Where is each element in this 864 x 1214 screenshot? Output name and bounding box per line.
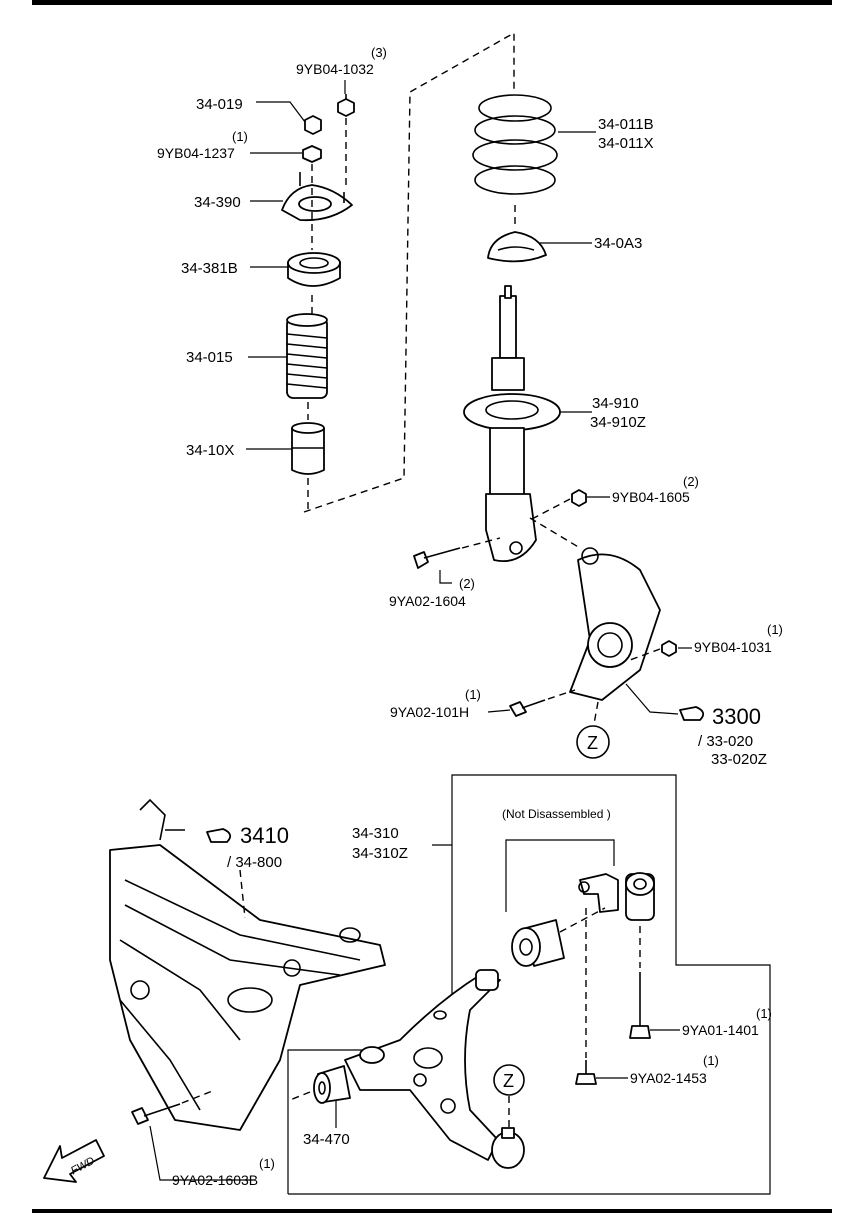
label-34-019: 34-019 <box>196 96 243 113</box>
qty-9yb04-1237: (1) <box>232 129 248 144</box>
zone-z-bottom: Z <box>503 1071 514 1091</box>
mount-34-390[interactable] <box>281 172 353 222</box>
knuckle[interactable] <box>569 547 661 701</box>
bolt-9ya02-1453[interactable] <box>575 1060 597 1085</box>
label-34-015: 34-015 <box>186 349 233 366</box>
fwd-arrow-icon <box>43 1139 105 1183</box>
label-9yb04-1605: 9YB04-1605 <box>612 489 690 505</box>
ref-3300[interactable]: 3300 <box>712 704 761 729</box>
lower-arm-frame <box>287 774 771 1195</box>
label-34-390: 34-390 <box>194 194 241 211</box>
label-34-310z: 34-310Z <box>352 845 408 862</box>
bolt-9ya02-1604[interactable] <box>413 547 461 569</box>
label-34-310: 34-310 <box>352 825 399 842</box>
label-9yb04-1031: 9YB04-1031 <box>694 639 772 655</box>
ref-33-020z[interactable]: 33-020Z <box>711 751 767 768</box>
label-34-011x: 34-011X <box>598 135 654 152</box>
qty-9ya02-1453: (1) <box>703 1053 719 1068</box>
nut-9yb04-1237[interactable] <box>302 145 322 163</box>
qty-9ya01-1401: (1) <box>756 1006 772 1021</box>
bumper-34-10x[interactable] <box>291 422 325 475</box>
label-34-10x: 34-10X <box>186 442 234 459</box>
nut-9yb04-1605[interactable] <box>571 489 587 507</box>
nut-9yb04-1032[interactable] <box>337 94 355 117</box>
bolt-9ya02-101h[interactable] <box>509 699 546 717</box>
nut-34-019[interactable] <box>304 115 322 135</box>
qty-9yb04-1032: (3) <box>371 45 387 60</box>
hand-pointer-icon <box>206 828 232 843</box>
bushing-34-470[interactable] <box>313 1065 351 1104</box>
boot-34-015[interactable] <box>286 313 328 399</box>
zone-z-marker-top <box>576 725 610 759</box>
spring-seat-34-0a3[interactable] <box>487 231 547 263</box>
bushing-front[interactable] <box>511 919 565 967</box>
zone-z-top: Z <box>587 733 598 753</box>
label-9yb04-1032: 9YB04-1032 <box>296 61 374 77</box>
qty-9ya02-1603b: (1) <box>259 1156 275 1171</box>
label-9ya02-101h: 9YA02-101H <box>390 704 469 720</box>
bolt-9ya02-1603b[interactable] <box>131 1103 181 1125</box>
bolt-9ya01-1401[interactable] <box>629 972 651 1039</box>
strut-34-910[interactable] <box>463 285 561 562</box>
qty-9yb04-1605: (2) <box>683 474 699 489</box>
label-9ya02-1604: 9YA02-1604 <box>389 593 466 609</box>
qty-9ya02-101h: (1) <box>465 687 481 702</box>
label-9yb04-1237: 9YB04-1237 <box>157 145 235 161</box>
not-disassembled-note: (Not Disassembled ) <box>502 807 611 821</box>
ref-34-800[interactable]: / 34-800 <box>227 854 282 871</box>
label-9ya02-1453: 9YA02-1453 <box>630 1070 707 1086</box>
bushing-rear[interactable] <box>578 872 655 921</box>
ref-3410[interactable]: 3410 <box>240 823 289 848</box>
bottom-rule <box>32 1209 832 1213</box>
top-rule <box>32 0 832 5</box>
label-34-381b: 34-381B <box>181 260 238 277</box>
nut-9yb04-1031[interactable] <box>661 640 677 657</box>
qty-9ya02-1604: (2) <box>459 576 475 591</box>
ball-joint[interactable] <box>491 1127 525 1169</box>
label-9ya01-1401: 9YA01-1401 <box>682 1022 759 1038</box>
bearing-34-381b[interactable] <box>287 252 341 287</box>
label-34-910: 34-910 <box>592 395 639 412</box>
label-34-011b: 34-011B <box>598 116 654 133</box>
ref-33-020[interactable]: / 33-020 <box>698 733 753 750</box>
hand-pointer-icon <box>679 706 705 721</box>
zone-z-marker-bottom <box>493 1064 525 1096</box>
label-34-910z: 34-910Z <box>590 414 646 431</box>
qty-9yb04-1031: (1) <box>767 622 783 637</box>
label-9ya02-1603b: 9YA02-1603B <box>172 1172 258 1188</box>
coil-spring-34-011b[interactable] <box>472 94 558 195</box>
label-34-470: 34-470 <box>303 1131 350 1148</box>
lower-arm-34-310[interactable] <box>344 969 501 1161</box>
label-34-0a3: 34-0A3 <box>594 235 642 252</box>
